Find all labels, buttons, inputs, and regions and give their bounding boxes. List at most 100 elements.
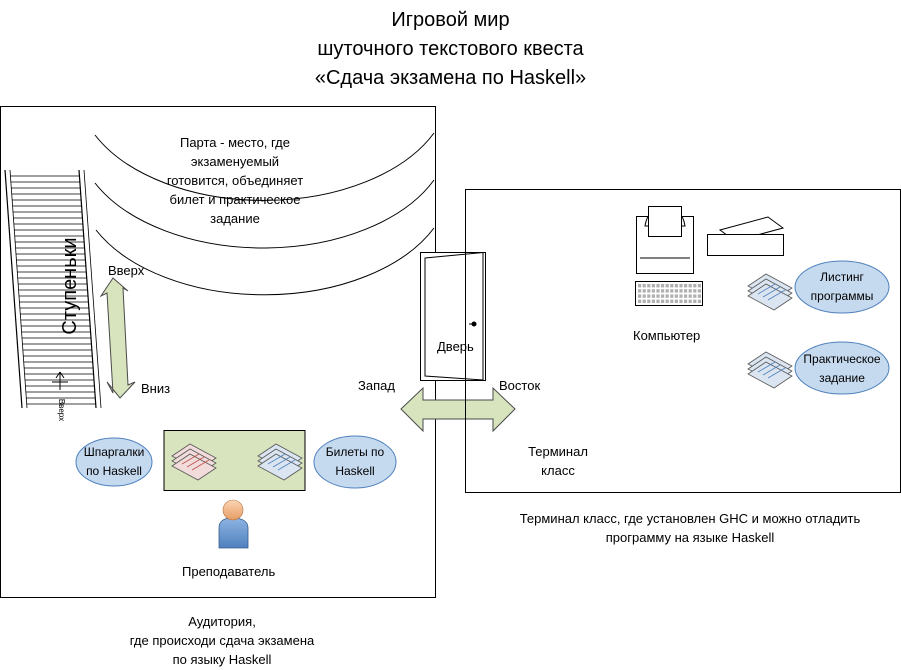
keyboard-key (642, 284, 646, 288)
down-label: Вниз (141, 381, 171, 396)
listing-papers-icon (747, 273, 793, 311)
keyboard-key (656, 284, 660, 288)
listing-line: Листинг (820, 270, 864, 284)
keyboard-key (684, 299, 688, 303)
title-line-3: «Сдача экзамена по Haskell» (314, 67, 587, 89)
keyboard-key (674, 284, 678, 288)
keyboard-key (674, 289, 678, 293)
keyboard-key (661, 299, 665, 303)
keyboard-key (661, 294, 665, 298)
keyboard-key (697, 284, 701, 288)
computer-keyboard-icon (635, 281, 703, 306)
keyboard-key (670, 299, 674, 303)
tickets-line: Haskell (335, 464, 375, 478)
printer-icon (707, 216, 785, 256)
desk-arc-2 (94, 179, 435, 249)
keyboard-key (688, 289, 692, 293)
keyboard-key (674, 294, 678, 298)
keyboard-key (679, 289, 683, 293)
keyboard-key (670, 284, 674, 288)
keyboard-key (638, 289, 642, 293)
keyboard-key (638, 284, 642, 288)
desk-note: Парта - место, где экзаменуемый готовитс… (140, 133, 330, 228)
terminal-caption-line: Терминал класс, где установлен GHC и мож… (519, 511, 861, 526)
keyboard-key (638, 294, 642, 298)
title-line-1: Игровой мир (391, 9, 510, 31)
computer-label: Компьютер (633, 328, 701, 343)
keyboard-key (665, 294, 669, 298)
terminal-room-line: Терминал (528, 444, 588, 459)
stairs (4, 169, 102, 409)
task-line: задание (819, 371, 865, 385)
tickets-line: Билеты по (325, 445, 385, 459)
keyboard-key (697, 294, 701, 298)
title-line-2: шуточного текстового квеста (317, 38, 584, 60)
keyboard-key (679, 299, 683, 303)
keyboard-key (651, 284, 655, 288)
keyboard-key (693, 299, 697, 303)
vertical-double-arrow (99, 277, 136, 399)
stairs-small-up-label: Вверх (57, 398, 66, 422)
desk-note-line: задание (210, 211, 260, 226)
ticket-papers-icon (257, 443, 303, 481)
listing-line: программы (810, 289, 874, 303)
auditorium-caption: Аудитория, где происходи сдача экзамена … (72, 612, 372, 669)
cheatsheets-ellipse (75, 437, 153, 487)
keyboard-key (684, 294, 688, 298)
door-label: Дверь (437, 339, 474, 354)
task-label: Практическое задание (794, 350, 890, 388)
keyboard-key (679, 284, 683, 288)
keyboard-key (638, 299, 642, 303)
keyboard-key (651, 289, 655, 293)
terminal-caption-line: программу на языке Haskell (605, 530, 775, 545)
terminal-room-label: Терминал класс (515, 442, 601, 480)
keyboard-key (697, 299, 701, 303)
listing-ellipse (794, 260, 890, 314)
east-label: Восток (499, 378, 541, 393)
keyboard-key (679, 294, 683, 298)
auditorium-caption-line: где происходи сдача экзамена (129, 633, 315, 648)
desk-note-line: готовится, объединяет (166, 173, 304, 188)
keyboard-key (647, 289, 651, 293)
keyboard-key (656, 294, 660, 298)
keyboard-key (661, 284, 665, 288)
listing-label: Листинг программы (795, 268, 889, 306)
cheatsheets-line: по Haskell (86, 464, 142, 478)
tickets-ellipse (313, 435, 397, 489)
cheatsheets-line: Шпаргалки (83, 445, 145, 459)
task-ellipse (794, 341, 890, 395)
keyboard-key (651, 294, 655, 298)
keyboard-key (684, 284, 688, 288)
computer-monitor-icon (636, 206, 694, 274)
keyboard-key (665, 284, 669, 288)
cheatsheet-papers-icon (171, 443, 217, 481)
keyboard-key (651, 299, 655, 303)
desk-arcs (94, 132, 435, 296)
keyboard-key (697, 289, 701, 293)
desk-note-line: Парта - место, где (179, 135, 290, 150)
keyboard-key (642, 289, 646, 293)
horizontal-double-arrow (400, 386, 516, 433)
desk-note-line: билет и практическое (169, 192, 301, 207)
stairs-label: Ступеньки (59, 237, 81, 335)
keyboard-key (670, 294, 674, 298)
keyboard-key (693, 284, 697, 288)
auditorium-caption-line: Аудитория, (188, 614, 256, 629)
keyboard-key (647, 284, 651, 288)
tickets-label: Билеты по Haskell (314, 443, 396, 481)
keyboard-key (670, 289, 674, 293)
keyboard-key (647, 294, 651, 298)
up-label: Вверх (108, 263, 145, 278)
keyboard-key (688, 284, 692, 288)
keyboard-key (693, 294, 697, 298)
keyboard-key (693, 289, 697, 293)
auditorium-caption-line: по языку Haskell (172, 652, 272, 667)
task-papers-icon (747, 351, 793, 389)
desk-arc-1 (94, 132, 435, 201)
teacher-person-icon (218, 499, 249, 549)
keyboard-key (674, 299, 678, 303)
keyboard-key (688, 299, 692, 303)
keyboard-key (656, 299, 660, 303)
keyboard-key (665, 299, 669, 303)
keyboard-key (647, 299, 651, 303)
